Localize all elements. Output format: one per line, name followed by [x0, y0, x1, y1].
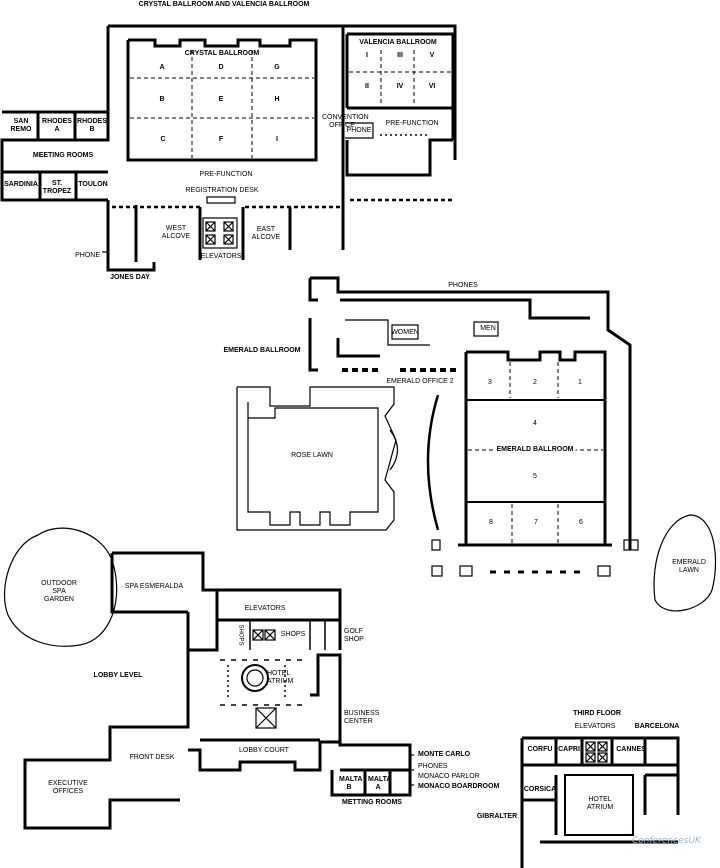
crystal-section-g: G [274, 64, 280, 71]
capri-label: CAPRI [558, 746, 580, 753]
emerald-ballroom-walls [308, 276, 639, 577]
emerald-lawn-label: EMERALD LAWN [672, 559, 706, 574]
rose-lawn-label: ROSE LAWN [291, 452, 333, 459]
gibralter-label: GIBRALTER [476, 813, 518, 820]
malta-b-label: MALTA B [339, 776, 363, 791]
rhodes-a-label: RHODES A [42, 118, 72, 133]
men-restroom-label: MEN [480, 325, 496, 332]
emerald-room-6: 6 [579, 519, 583, 526]
phones-lobby-label: PHONES [418, 763, 448, 770]
elevators-label: ELEVATORS [200, 253, 242, 260]
emerald-ballroom-side-label: EMERALD BALLROOM [223, 347, 301, 354]
west-alcove-label: WEST ALCOVE [161, 225, 191, 240]
crystal-section-h: H [274, 96, 280, 103]
rose-lawn-outline [236, 386, 399, 531]
lobby-court-label: LOBBY COURT [239, 747, 289, 754]
emerald-room-1: 1 [578, 379, 582, 386]
shops-vertical-label: SHOPS [237, 624, 244, 646]
valencia-section-iii: III [397, 52, 403, 59]
corfu-label: CORFU [527, 746, 553, 753]
phone-label: PHONE [346, 127, 372, 134]
crystal-section-c: C [160, 136, 166, 143]
crystal-section-b: B [159, 96, 165, 103]
corsica-label: CORSICA [523, 786, 557, 793]
valencia-section-iv: IV [396, 83, 404, 90]
rhodes-b-label: RHODES B [77, 118, 107, 133]
women-restroom-label: WOMEN [391, 329, 419, 336]
st-tropez-label: ST. TROPEZ [42, 180, 72, 195]
emerald-room-2: 2 [533, 379, 537, 386]
executive-offices-label: EXECUTIVE OFFICES [48, 780, 88, 795]
emerald-room-3: 3 [488, 379, 492, 386]
lobby-level-label: LOBBY LEVEL [93, 672, 143, 679]
valencia-section-ii: II [365, 83, 369, 90]
monaco-parlor-label: MONACO PARLOR [418, 773, 480, 780]
emerald-ballroom-label: EMERALD BALLROOM [494, 446, 576, 454]
valencia-section-vi: VI [428, 83, 436, 90]
barcelona-label: BARCELONA [634, 723, 680, 730]
shops-label: SHOPS [280, 631, 306, 638]
crystal-section-f: F [218, 136, 224, 143]
valencia-section-v: V [429, 52, 435, 59]
sardinia-label: SARDINIA [4, 181, 38, 188]
emerald-office-label: EMERALD OFFICE 2 [386, 378, 454, 385]
monaco-boardroom-label: MONACO BOARDROOM [418, 783, 500, 790]
third-floor-walls [520, 736, 680, 868]
valencia-ballroom-label: VALENCIA BALLROOM [359, 39, 437, 46]
meeting-rooms-label: MEETING ROOMS [32, 152, 94, 159]
lobby-walls [4, 527, 414, 830]
emerald-room-4: 4 [533, 420, 537, 427]
crystal-section-a: A [159, 64, 165, 71]
east-alcove-label: EAST ALCOVE [251, 226, 281, 241]
third-floor-elevators-label: ELEVATORS [574, 723, 616, 730]
cannes-label: CANNES [616, 746, 646, 753]
crystal-ballroom-walls [0, 24, 457, 272]
emerald-room-8: 8 [489, 519, 493, 526]
emerald-room-7: 7 [534, 519, 538, 526]
crystal-section-e: E [218, 96, 224, 103]
third-floor-atrium-label: HOTEL ATRIUM [586, 796, 614, 811]
valencia-section-i: I [366, 52, 368, 59]
phones-label: PHONES [448, 282, 478, 289]
emerald-lawn-outline [653, 514, 717, 612]
valencia-prefunction-label: PRE-FUNCTION [385, 120, 439, 127]
third-floor-title: THIRD FLOOR [573, 710, 621, 717]
crystal-section-i: I [276, 136, 278, 143]
plan-title: CRYSTAL BALLROOM AND VALENCIA BALLROOM [138, 1, 310, 8]
crystal-section-d: D [218, 64, 224, 71]
emerald-room-5: 5 [533, 473, 537, 480]
toulon-label: TOULON [78, 181, 108, 188]
malta-a-label: MALTA A [368, 776, 392, 791]
convention-office-label: CONVENTION OFFICE [322, 114, 369, 129]
phone-left-label: PHONE [75, 252, 100, 259]
watermark-logo: ConferencesUK [632, 836, 701, 846]
san-remo-label: SAN REMO [10, 118, 32, 133]
business-center-label: BUSINESS CENTER [344, 710, 380, 725]
golf-shop-label: GOLF SHOP [344, 628, 364, 643]
outdoor-spa-label: OUTDOOR SPA GARDEN [41, 580, 77, 603]
jones-day-label: JONES DAY [110, 274, 150, 281]
lobby-elevators-label: ELEVATORS [244, 605, 286, 612]
registration-desk-label: REGISTRATION DESK [185, 187, 259, 194]
spa-esmeralda-label: SPA ESMERALDA [124, 583, 184, 590]
lobby-meeting-rooms-label: METTING ROOMS [342, 799, 402, 806]
prefunction-label: PRE-FUNCTION [199, 171, 253, 178]
front-desk-label: FRONT DESK [129, 754, 175, 761]
hotel-atrium-label: HOTEL ATRIUM [267, 670, 294, 685]
monte-carlo-label: MONTE CARLO [418, 751, 471, 758]
crystal-ballroom-label: CRYSTAL BALLROOM [184, 50, 260, 57]
